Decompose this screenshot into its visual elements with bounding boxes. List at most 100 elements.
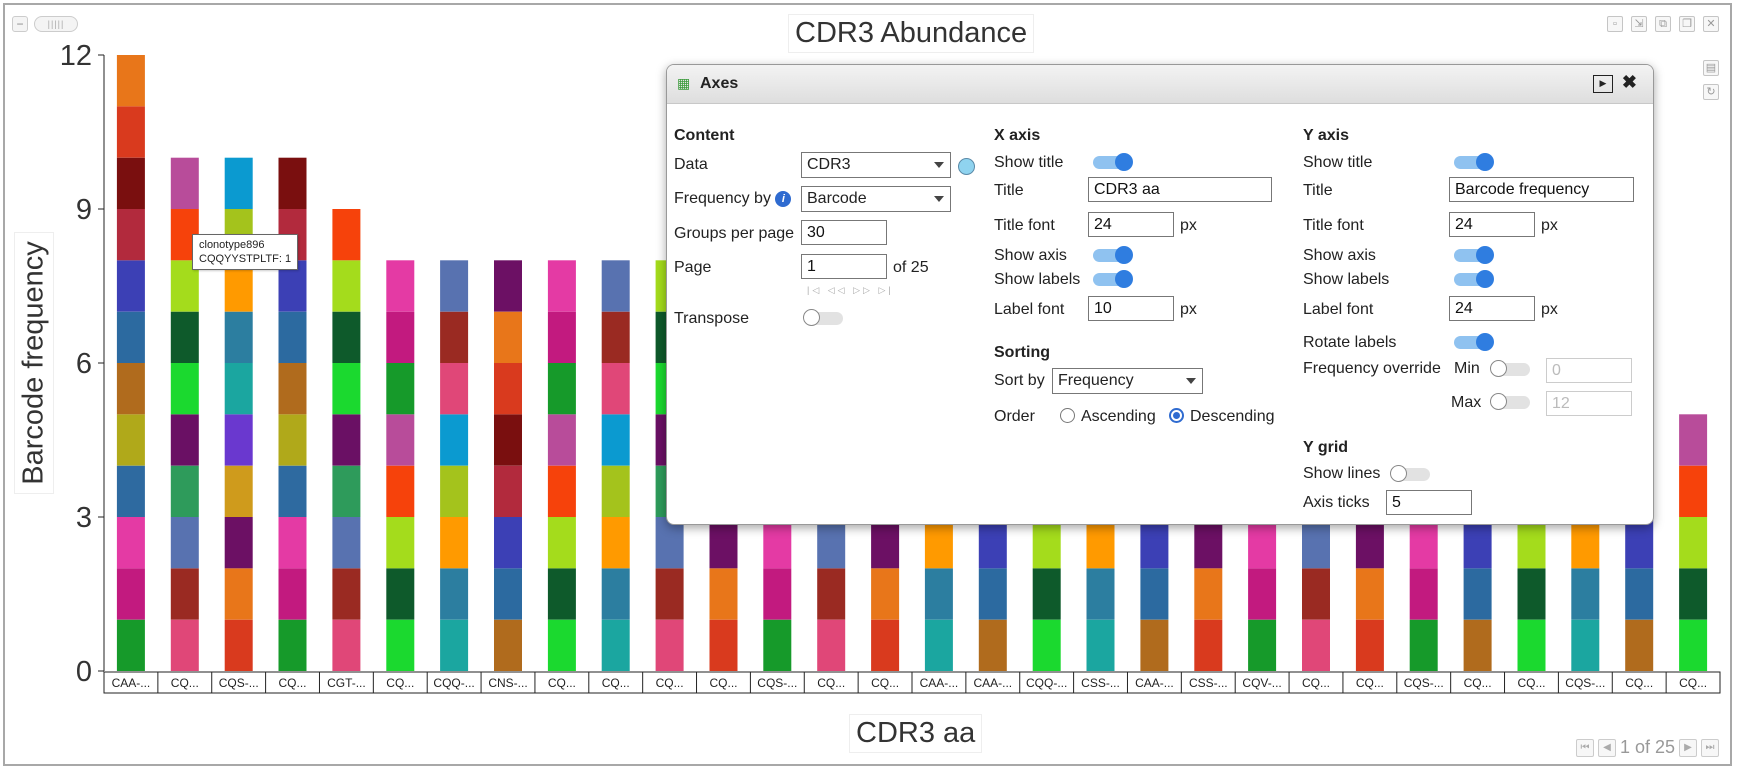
x-tick-label[interactable]: CQ... [1625,676,1653,690]
x-tick-label[interactable]: CAA-... [920,676,959,690]
descending-option[interactable]: Descending [1169,408,1275,426]
bar-segment[interactable] [1140,517,1169,569]
x-title-font-input[interactable]: 24 [1088,212,1174,237]
bar-segment[interactable] [547,465,576,517]
bar-group[interactable] [494,260,522,671]
bar-segment[interactable] [1409,619,1438,671]
bar-segment[interactable] [1194,517,1223,569]
axis-ticks-input[interactable]: 5 [1386,490,1472,515]
min-input[interactable]: 0 [1546,358,1632,383]
bar-segment[interactable] [978,517,1007,569]
bar-segment[interactable] [1409,568,1438,620]
bar-segment[interactable] [332,517,361,569]
bar-segment[interactable] [116,260,145,312]
bar-segment[interactable] [440,414,469,466]
y-show-labels-toggle[interactable] [1454,270,1494,288]
bar-segment[interactable] [278,157,307,209]
x-tick-label[interactable]: CQ... [871,676,899,690]
y-title-input[interactable]: Barcode frequency [1449,177,1634,202]
bar-segment[interactable] [386,465,415,517]
bar-segment[interactable] [278,619,307,671]
info-icon[interactable]: i [775,190,792,207]
prev-page-icon[interactable]: ◀ [1597,738,1616,757]
bar-segment[interactable] [1463,619,1492,671]
x-tick-label[interactable]: CQ... [1302,676,1330,690]
bar-segment[interactable] [1679,465,1708,517]
bar-segment[interactable] [332,209,361,261]
bar-segment[interactable] [116,517,145,569]
bar-group[interactable] [332,209,361,671]
refresh-icon[interactable]: ↻ [1703,84,1719,100]
page-nav-icons[interactable]: |◁ ◁◁ ▷▷ ▷| [807,285,894,295]
bar-segment[interactable] [494,414,522,466]
bar-segment[interactable] [116,414,145,466]
bar-segment[interactable] [871,517,900,569]
bar-segment[interactable] [871,568,900,620]
x-tick-label[interactable]: CQ... [709,676,737,690]
bar-segment[interactable] [601,568,630,620]
bar-segment[interactable] [170,363,199,415]
bar-segment[interactable] [278,363,307,415]
y-show-axis-toggle[interactable] [1454,246,1494,264]
bar-segment[interactable] [1517,619,1546,671]
bar-segment[interactable] [170,311,199,363]
x-tick-label[interactable]: CQ... [1517,676,1545,690]
ascending-radio[interactable] [1060,408,1075,423]
bar-segment[interactable] [924,568,953,620]
play-icon[interactable]: ▶ [1593,75,1613,93]
bar-segment[interactable] [332,619,361,671]
bar-segment[interactable] [1409,517,1438,569]
bar-segment[interactable] [116,465,145,517]
bar-segment[interactable] [116,106,145,158]
bar-segment[interactable] [224,363,253,415]
bar-segment[interactable] [1517,517,1546,569]
x-tick-label[interactable]: CQS-... [1565,676,1605,690]
descending-radio[interactable] [1169,408,1184,423]
bar-segment[interactable] [224,517,253,569]
bar-segment[interactable] [547,260,576,312]
bar-segment[interactable] [763,619,792,671]
bar-group[interactable] [547,260,576,671]
bar-segment[interactable] [547,568,576,620]
bar-segment[interactable] [494,465,522,517]
x-tick-label[interactable]: CQ... [817,676,845,690]
bar-segment[interactable] [1248,517,1277,569]
drag-handle-icon[interactable]: ||||| [34,16,78,32]
x-tick-label[interactable]: CQ... [386,676,414,690]
bar-segment[interactable] [440,363,469,415]
y-axis-title[interactable]: Barcode frequency [14,232,54,494]
bar-segment[interactable] [1679,568,1708,620]
bar-segment[interactable] [1032,517,1061,569]
bar-segment[interactable] [494,517,522,569]
x-tick-label[interactable]: CAA-... [973,676,1012,690]
page-input[interactable]: 1 [801,254,887,279]
bar-group[interactable] [1679,414,1708,671]
y-title-font-input[interactable]: 24 [1449,212,1535,237]
bar-segment[interactable] [332,465,361,517]
x-tick-label[interactable]: CAA-... [1135,676,1174,690]
bar-segment[interactable] [1302,517,1330,569]
x-label-font-input[interactable]: 10 [1088,296,1174,321]
x-tick-label[interactable]: CAA-... [112,676,151,690]
bar-segment[interactable] [1679,619,1708,671]
bar-segment[interactable] [386,619,415,671]
bar-segment[interactable] [817,568,846,620]
bar-segment[interactable] [817,619,846,671]
bar-segment[interactable] [224,157,253,209]
bar-segment[interactable] [763,517,792,569]
export-icon[interactable]: ⇲ [1631,16,1647,32]
bar-segment[interactable] [224,619,253,671]
x-show-axis-toggle[interactable] [1093,246,1133,264]
bar-segment[interactable] [709,619,738,671]
first-page-icon[interactable]: ⏮ [1575,738,1594,757]
bar-segment[interactable] [116,157,145,209]
bar-segment[interactable] [1194,619,1223,671]
bar-segment[interactable] [386,568,415,620]
x-tick-label[interactable]: CNS-... [488,676,527,690]
bar-segment[interactable] [170,517,199,569]
bar-segment[interactable] [278,465,307,517]
frequency-select[interactable]: Barcode [801,186,951,212]
bar-segment[interactable] [1302,619,1330,671]
bar-segment[interactable] [332,260,361,312]
x-tick-label[interactable]: CQS-... [1404,676,1444,690]
